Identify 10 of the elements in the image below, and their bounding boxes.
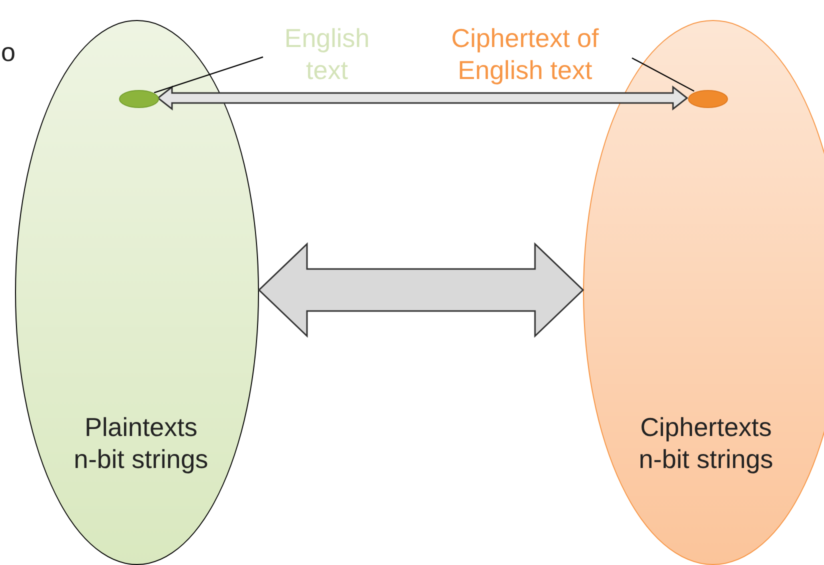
ellipse-label: Plaintexts n-bit strings <box>72 411 210 475</box>
dot <box>119 90 159 108</box>
double-arrow <box>258 242 584 338</box>
double-arrow <box>156 85 688 111</box>
leader-line <box>154 56 264 94</box>
ellipse-label: Ciphertexts n-bit strings <box>638 411 774 475</box>
text-fragment: o <box>1 36 16 68</box>
annotation-text: Ciphertext of English text <box>450 22 600 86</box>
dot <box>688 90 728 108</box>
annotation-text: English text <box>283 22 371 86</box>
